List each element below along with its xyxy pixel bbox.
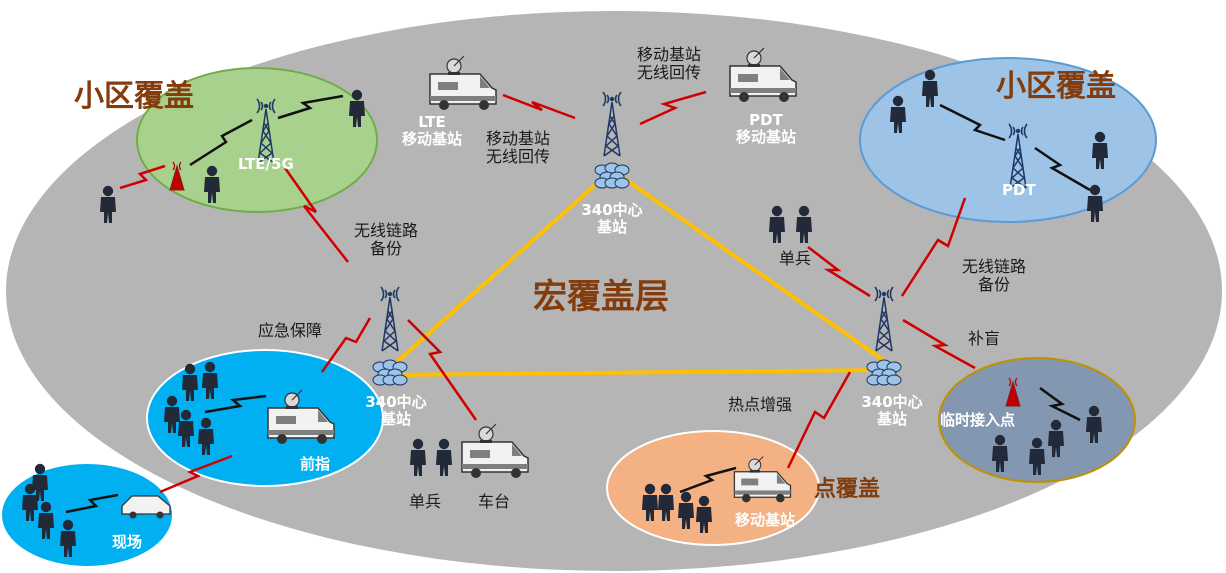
scene-car — [121, 495, 171, 519]
backhaul-label-right: 移动基站无线回传 — [636, 45, 701, 83]
soldier-label-right: 单兵 — [779, 249, 812, 268]
backhaul-label-left: 移动基站无线回传 — [485, 129, 550, 167]
scene-label: 现场 — [112, 533, 143, 551]
pdt-label: PDT — [1002, 181, 1036, 199]
small-cell-label-left: 小区覆盖 — [74, 79, 194, 114]
local-links — [65, 94, 1091, 514]
emergency-label: 应急保障 — [258, 321, 323, 340]
vehicle-label: 车台 — [478, 492, 511, 511]
center-station-left-label: 340中心基站 — [365, 393, 427, 429]
front-command-label: 前指 — [300, 455, 331, 473]
backbone-triangle — [388, 168, 888, 377]
blind-fill-label: 补盲 — [968, 329, 1001, 348]
point-coverage-area — [606, 430, 820, 546]
small-cell-label-right: 小区覆盖 — [996, 69, 1116, 104]
center-station-top-label: 340中心基站 — [581, 201, 643, 237]
center-station-right-label: 340中心基站 — [861, 393, 923, 429]
link-backup-label-left: 无线链路备份 — [353, 221, 418, 259]
small-cell-area-left — [136, 67, 378, 213]
macro-layer-label: 宏覆盖层 — [533, 277, 669, 317]
hotspot-label: 热点增强 — [728, 395, 793, 414]
mobile-station-label: 移动基站 — [735, 511, 796, 529]
link-backup-label-right: 无线链路备份 — [961, 257, 1026, 295]
point-coverage-label: 点覆盖 — [814, 477, 881, 502]
temp-access-label: 临时接入点 — [940, 411, 1016, 429]
temp-access-area — [938, 357, 1136, 483]
soldier-label-left: 单兵 — [409, 492, 442, 511]
wireless-links — [119, 90, 976, 494]
lte5g-label: LTE/5G — [238, 155, 294, 173]
